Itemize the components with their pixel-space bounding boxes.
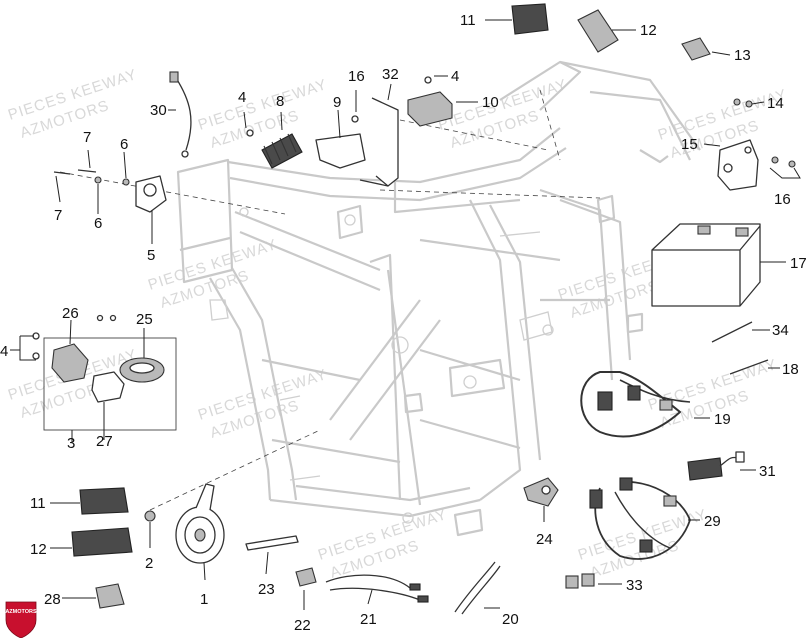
callout-22: 22 xyxy=(294,617,311,634)
callout-26: 26 xyxy=(62,305,79,322)
part-33-relays xyxy=(565,573,595,589)
part-15-battery-bracket xyxy=(717,98,796,191)
callout-9: 9 xyxy=(333,94,341,111)
part-10-relay-box xyxy=(407,91,453,127)
callout-12: 12 xyxy=(640,22,657,39)
callout-10: 10 xyxy=(482,94,499,111)
part-28-connector xyxy=(95,583,125,609)
part-12-holder-lower xyxy=(71,527,133,557)
callout-20: 20 xyxy=(502,611,519,628)
callout-34: 34 xyxy=(772,322,789,339)
callout-labels: 30 4 8 16 9 32 4 10 11 12 13 14 15 16 17… xyxy=(0,12,807,634)
callout-13: 13 xyxy=(734,47,751,64)
callout-1: 1 xyxy=(200,591,208,608)
callout-33: 33 xyxy=(626,577,643,594)
part-8-regulator xyxy=(246,129,303,169)
callout-11: 11 xyxy=(30,495,46,512)
callout-19: 19 xyxy=(714,411,731,428)
callout-7: 7 xyxy=(54,207,62,224)
callout-15: 15 xyxy=(681,136,698,153)
callout-25: 25 xyxy=(136,311,153,328)
part-13-flasher-relay xyxy=(681,37,711,61)
part-30-ground-wire xyxy=(169,71,192,158)
part-21-wire xyxy=(325,574,429,603)
logo-text: AZMOTORS xyxy=(5,609,37,615)
part-1-horn xyxy=(175,483,225,564)
leader-lines xyxy=(10,19,801,610)
callout-12: 12 xyxy=(30,541,47,558)
part-group-box xyxy=(32,314,177,431)
part-34-rod xyxy=(711,321,753,343)
callout-2: 2 xyxy=(145,555,153,572)
part-22-connector xyxy=(295,567,317,587)
part-29-secondary-harness xyxy=(589,477,691,560)
callout-4: 4 xyxy=(451,68,459,85)
part-11-cdi-unit xyxy=(511,3,549,35)
part-32-bracket xyxy=(315,76,432,187)
callout-27: 27 xyxy=(96,433,113,450)
callout-3: 3 xyxy=(67,435,75,452)
callout-23: 23 xyxy=(258,581,275,598)
callout-28: 28 xyxy=(44,591,61,608)
part-23-strap xyxy=(245,535,299,551)
callout-18: 18 xyxy=(782,361,799,378)
part-11-cdi-unit-lower xyxy=(79,487,129,515)
callout-7: 7 xyxy=(83,129,91,146)
callout-24: 24 xyxy=(536,531,553,548)
callout-17: 17 xyxy=(790,255,807,272)
callout-16: 16 xyxy=(774,191,791,208)
callout-32: 32 xyxy=(382,66,399,83)
callout-4: 4 xyxy=(238,89,246,106)
callout-29: 29 xyxy=(704,513,721,530)
callout-30: 30 xyxy=(150,102,167,119)
callout-4: 4 xyxy=(0,343,8,360)
callout-6: 6 xyxy=(94,215,102,232)
part-19-main-harness xyxy=(580,371,691,438)
callout-6: 6 xyxy=(120,136,128,153)
callout-31: 31 xyxy=(759,463,776,480)
callout-14: 14 xyxy=(767,95,784,112)
callout-5: 5 xyxy=(147,247,155,264)
callout-8: 8 xyxy=(276,93,284,110)
part-17-battery xyxy=(651,223,761,307)
callout-21: 21 xyxy=(360,611,377,628)
part-18-rod xyxy=(729,359,769,375)
part-5-ignition-coil xyxy=(53,169,167,213)
part-31-switch-connector xyxy=(687,451,745,481)
part-24-sensor-bracket xyxy=(523,477,559,507)
callout-11: 11 xyxy=(460,12,476,29)
part-2-screw xyxy=(144,510,156,522)
part-20-cable xyxy=(454,561,501,615)
callout-16: 16 xyxy=(348,68,365,85)
motorcycle-frame xyxy=(176,60,701,537)
part-12-rubber-holder xyxy=(577,9,619,53)
azmotors-logo: AZMOTORS xyxy=(5,601,37,638)
